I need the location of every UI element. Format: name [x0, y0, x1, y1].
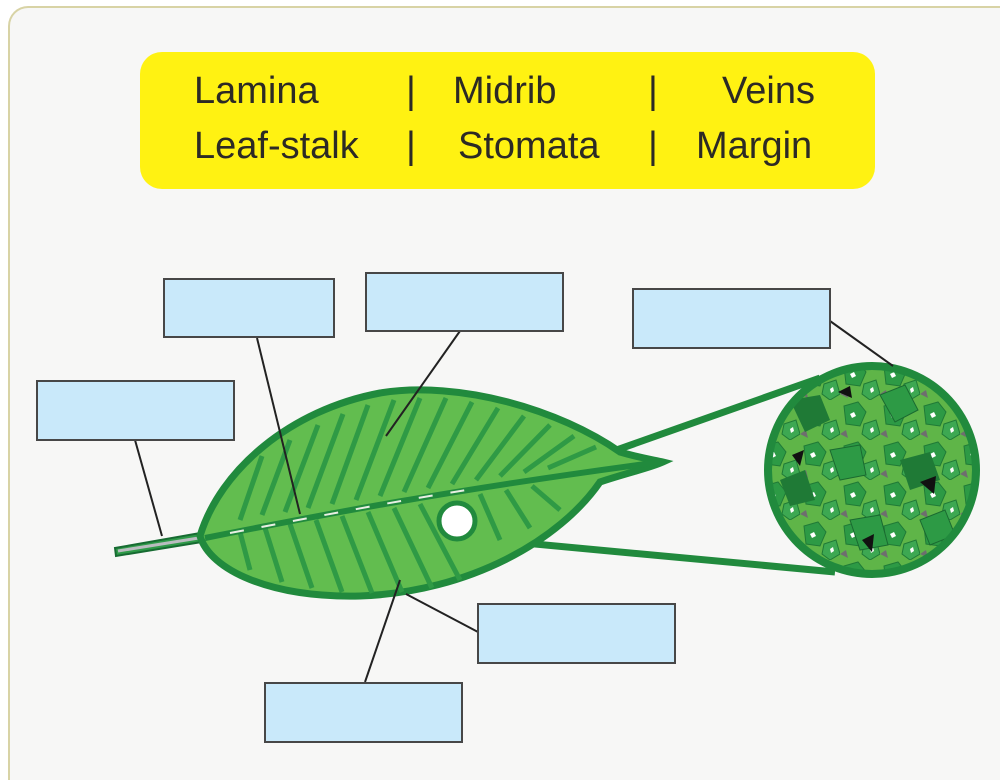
- label-box-midrib[interactable]: [163, 278, 335, 338]
- label-box-stomata[interactable]: [632, 288, 831, 349]
- magnified-spot: [439, 503, 475, 539]
- label-box-leaf-stalk[interactable]: [36, 380, 235, 441]
- stomata-magnified-view: [768, 366, 976, 574]
- label-box-margin[interactable]: [477, 603, 676, 664]
- label-box-lamina[interactable]: [264, 682, 463, 743]
- label-box-veins[interactable]: [365, 272, 564, 332]
